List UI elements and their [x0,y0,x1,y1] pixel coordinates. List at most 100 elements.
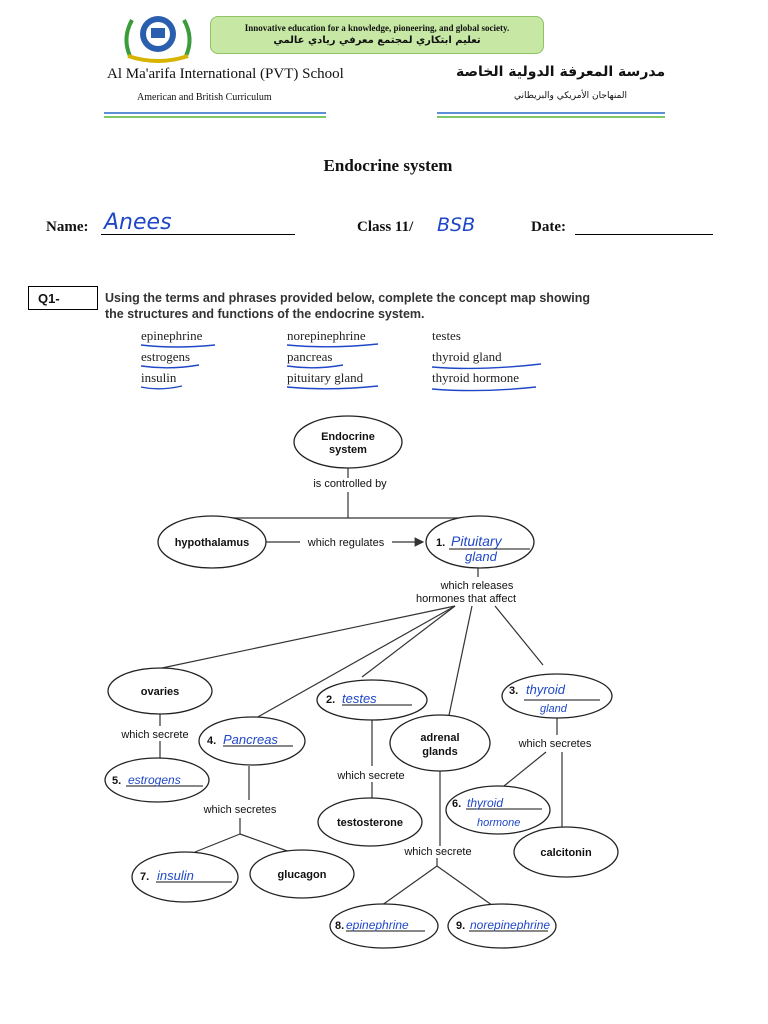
header-rule-right-blue [437,112,665,114]
line-to-glucagon [239,833,291,853]
node-endocrine-system [293,415,403,469]
label-adrenal-2: glands [422,746,457,758]
label-thyroid-secretes: which secretes [518,738,592,750]
line-to-pancreas [255,605,456,719]
num-7: 7. [140,871,149,883]
answer-2[interactable]: testes [342,691,377,706]
node-ovaries [107,667,213,715]
node-insulin [131,851,239,903]
answer-6a[interactable]: thyroid [467,796,503,810]
answer-6b[interactable]: hormone [477,817,520,829]
node-testes [316,679,428,721]
page-title: Endocrine system [323,156,453,175]
underline-epinephrine [140,344,216,348]
line-to-thyroid [494,605,544,666]
underline-pancreas [286,364,344,369]
num-8: 8. [335,920,344,932]
num-4: 4. [207,735,216,747]
label-controlled-by: is controlled by [313,478,387,490]
underline-norepinephrine [286,343,379,348]
label-releases-2: hormones that affect [416,593,516,605]
node-estrogens [104,757,210,803]
class-label: Class 11/ [357,219,414,235]
answer-5[interactable]: estrogens [128,773,181,787]
answer-7[interactable]: insulin [157,868,194,883]
question-number: Q1- [28,286,98,310]
label-hypothalamus: hypothalamus [175,537,250,549]
answer-1b[interactable]: gland [465,549,498,564]
header-rule-left-green [104,116,326,118]
name-line [101,234,295,235]
term-estrogens: estrogens [141,349,191,364]
name-label: Name: [46,219,89,235]
term-testes: testes [432,328,461,343]
school-name-arabic: مدرسة المعرفة الدولية الخاصة [456,64,666,80]
answer-3a[interactable]: thyroid [526,682,566,697]
motto-english: Innovative education for a knowledge, pi… [244,23,510,33]
date-line[interactable] [575,234,713,235]
node-hypothalamus [157,515,267,569]
line-to-testes [361,605,456,678]
label-adrenal-1: adrenal [420,732,459,744]
curriculum-arabic: المنهاجان الأمريكي والبريطاني [514,91,627,101]
node-thyroid-hormone [445,785,551,835]
date-label: Date: [531,219,566,235]
question-line-2: the structures and functions of the endo… [105,307,425,321]
label-pancreas-secretes: which secretes [203,804,277,816]
curriculum-english: American and British Curriculum [137,92,272,103]
term-underlines [140,343,542,392]
term-pancreas: pancreas [287,349,333,364]
answer-4[interactable]: Pancreas [223,732,278,747]
num-2: 2. [326,694,335,706]
label-testes-secrete: which secrete [336,770,404,782]
name-value[interactable]: Anees [104,210,172,235]
node-testosterone [317,797,423,847]
answer-1a[interactable]: Pituitary [451,533,503,549]
num-6: 6. [452,798,461,810]
label-endocrine-1: Endocrine [321,431,375,443]
label-releases-1: which releases [440,580,514,592]
header-rule-right-green [437,116,665,118]
node-thyroid-gland [501,673,613,719]
class-value[interactable]: BSB [437,214,476,236]
node-pituitary [425,515,535,569]
num-1: 1. [436,537,445,549]
underline-estrogens [140,364,200,369]
label-which-regulates: which regulates [307,537,385,549]
answer-8[interactable]: epinephrine [346,918,409,932]
motto-banner: Innovative education for a knowledge, pi… [210,16,544,54]
label-glucagon: glucagon [278,869,327,881]
label-adrenal-secrete: which secrete [403,846,471,858]
line-to-adrenal [447,605,473,721]
node-norepinephrine [447,903,557,949]
underline-insulin [140,385,183,390]
school-logo [118,8,198,64]
label-testosterone: testosterone [337,817,403,829]
node-adrenal-glands [389,714,491,772]
answer-3b[interactable]: gland [540,703,568,715]
label-ovaries-secrete: which secrete [120,729,188,741]
school-name-english: Al Ma'arifa International (PVT) School [107,66,344,82]
term-thyroid-hormone: thyroid hormone [432,370,520,385]
node-pancreas [198,716,306,766]
underline-thyroid-hormone [431,386,537,392]
node-glucagon [249,849,355,899]
underline-thyroid-gland [431,363,542,370]
node-epinephrine [329,903,439,949]
header-rule-left-blue [104,112,326,114]
term-insulin: insulin [141,370,177,385]
num-5: 5. [112,775,121,787]
answer-9[interactable]: norepinephrine [470,918,550,932]
label-calcitonin: calcitonin [540,847,592,859]
line-to-thyroid-hormone [503,751,547,787]
line-to-insulin [194,833,241,853]
motto-arabic: تعليم ابتكاري لمجتمع معرفي ريادي عالمي [273,35,481,46]
node-calcitonin [513,826,619,878]
line-to-norepinephrine [436,865,497,909]
num-3: 3. [509,685,518,697]
underline-pituitary [286,385,379,390]
label-ovaries: ovaries [141,686,180,698]
num-9: 9. [456,920,465,932]
line-to-epinephrine [377,865,438,909]
